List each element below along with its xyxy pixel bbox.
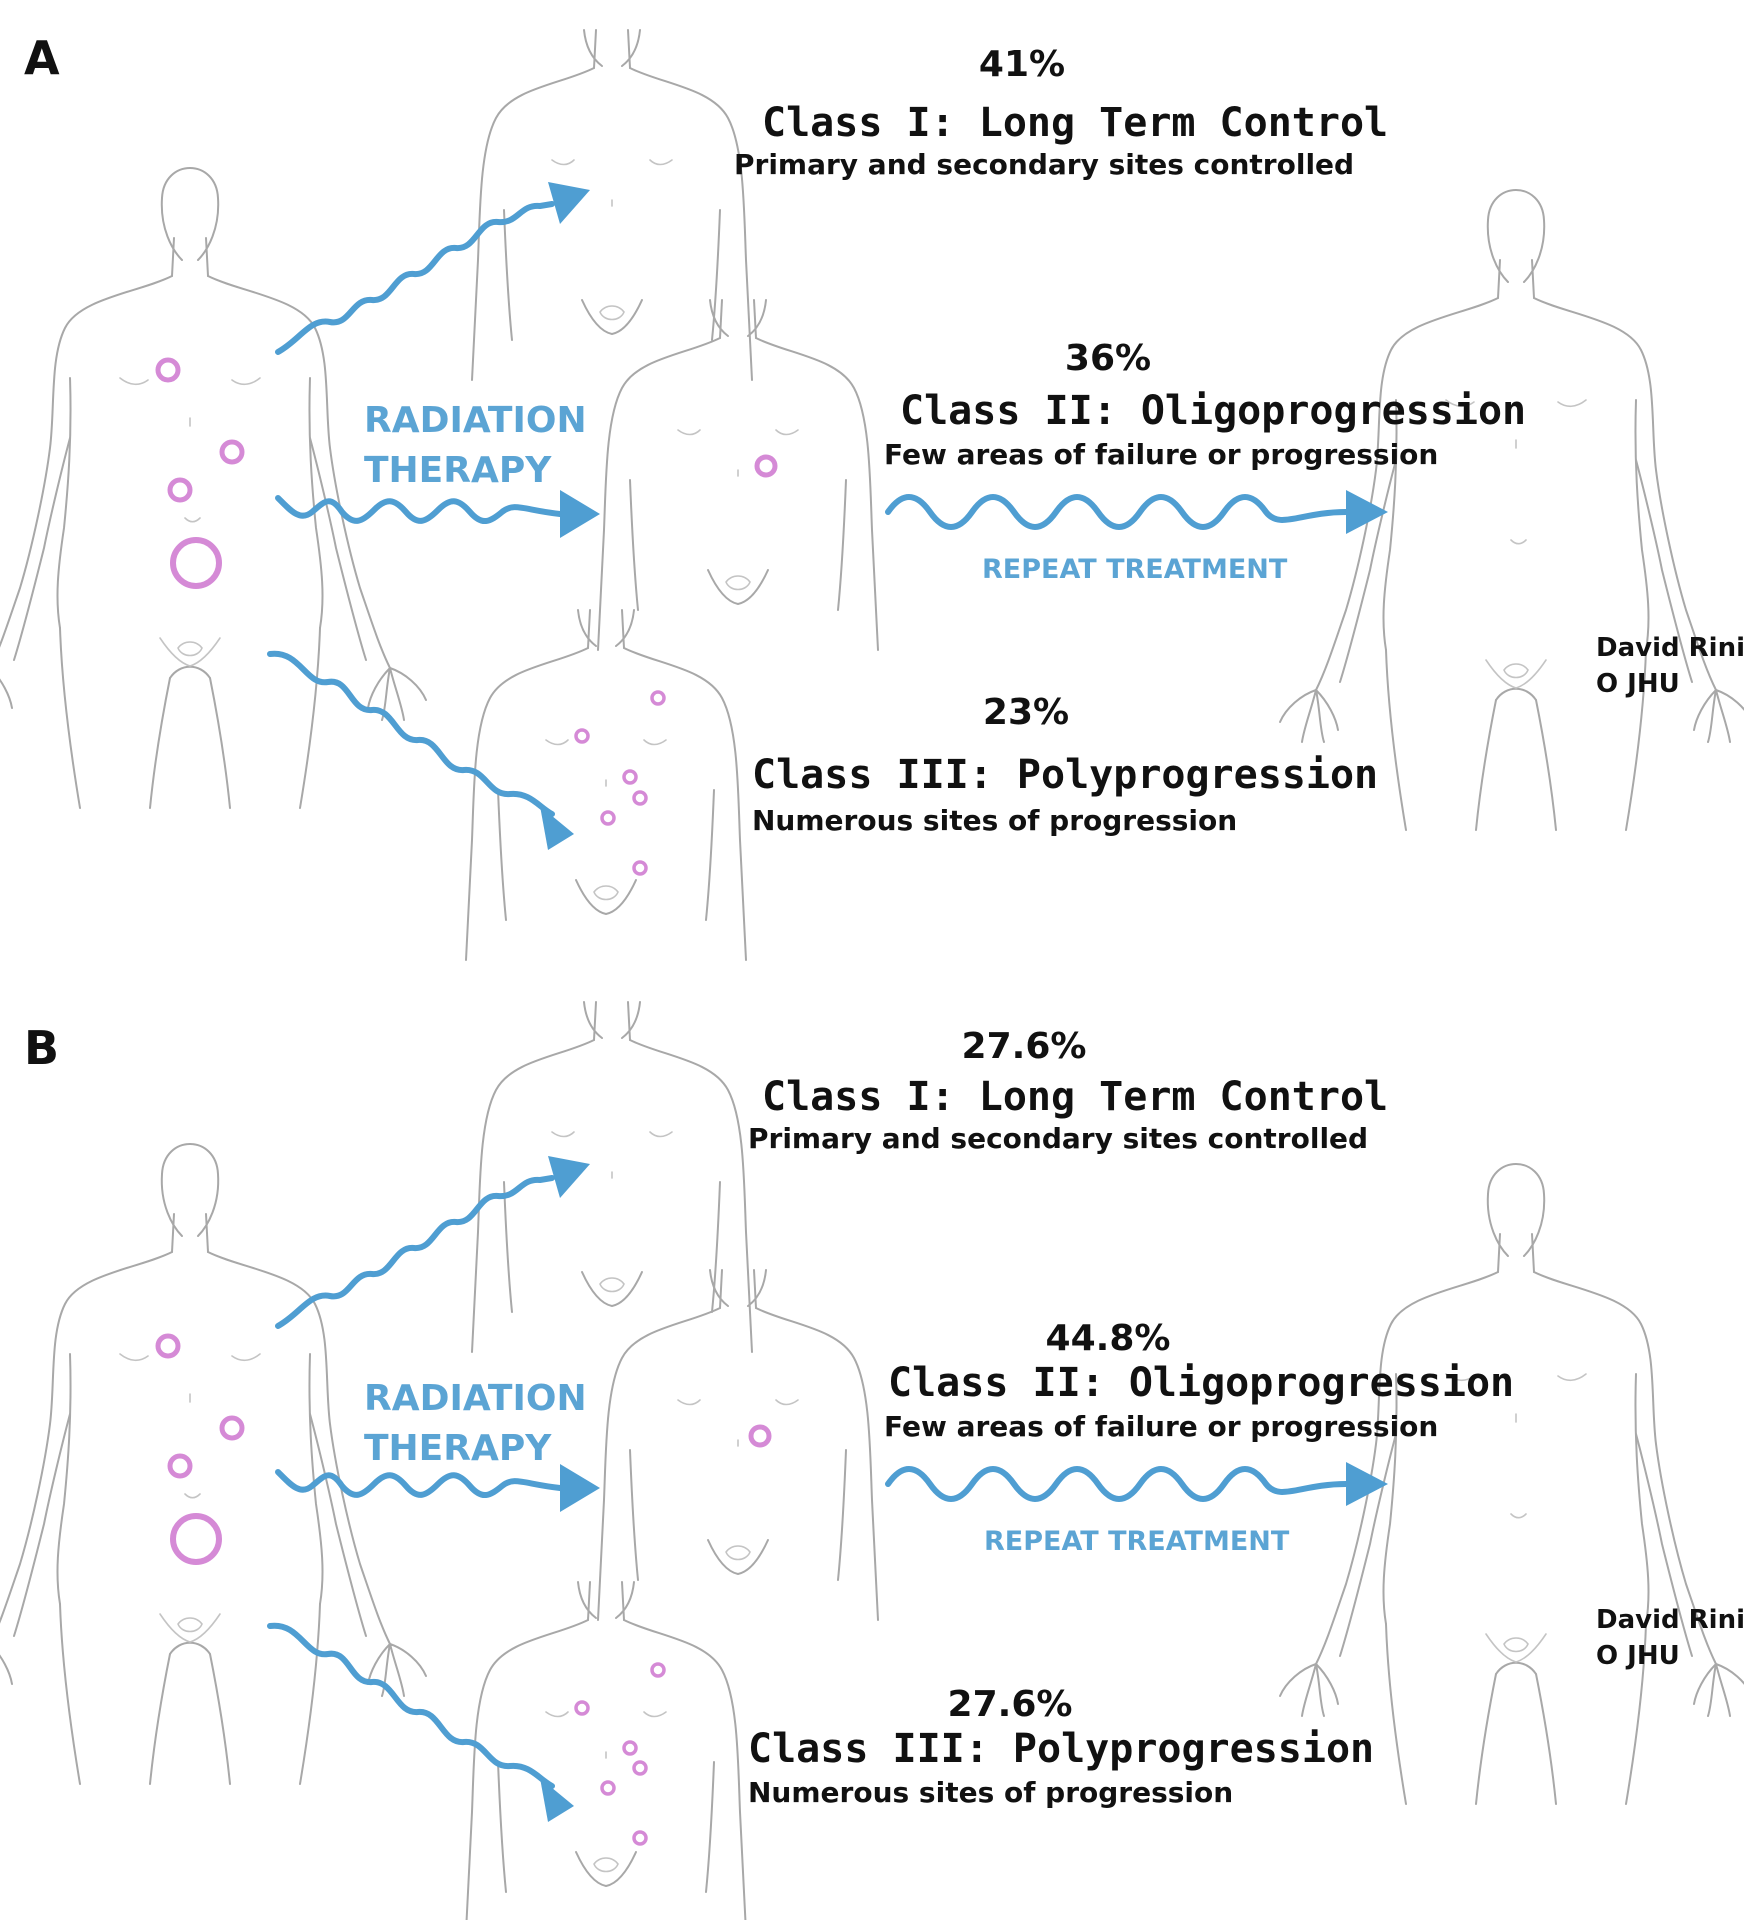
class2-pct-b: 44.8%: [1046, 1318, 1171, 1359]
class3-desc-a: Numerous sites of progression: [752, 804, 1237, 837]
panel-b: B: [0, 1001, 1744, 1920]
radiation-label-a-1: RADIATION: [364, 400, 587, 441]
lesion-b-c3-2: [574, 1700, 590, 1716]
lesion-a-c3-3: [622, 769, 638, 785]
arrow-a-class2-head: [560, 490, 600, 538]
class1-pct-b: 27.6%: [962, 1026, 1087, 1067]
lesion-a-c3-2: [574, 728, 590, 744]
panel-label-a: A: [24, 31, 60, 85]
patient-figure-b: [0, 1143, 427, 1785]
arrow-a-class1-head: [548, 182, 590, 224]
arrow-b-class2: [275, 1469, 563, 1498]
lesion-a-3: [167, 477, 193, 503]
lesion-a-c3-5: [600, 810, 616, 826]
class2-figure-b: [597, 1269, 879, 1621]
lesion-a-c3-4: [632, 790, 648, 806]
class3-title-b: Class III: Polyprogression: [748, 1726, 1374, 1772]
arrow-a-repeat: [885, 494, 1349, 530]
arrow-b-class1-head: [548, 1156, 590, 1198]
lesion-b-3: [167, 1453, 193, 1479]
class1-figure-b: [471, 1001, 753, 1353]
arrow-a-repeat-head: [1346, 490, 1388, 534]
lesion-b-2: [219, 1415, 245, 1441]
credit-b-2: O JHU: [1596, 1641, 1680, 1671]
lesion-b-class2: [748, 1424, 772, 1448]
lesion-a-c3-1: [650, 690, 666, 706]
class3-pct-b: 27.6%: [948, 1684, 1073, 1725]
lesion-b-c3-5: [600, 1780, 616, 1796]
class3-pct-a: 23%: [983, 692, 1069, 733]
class2-pct-a: 36%: [1065, 338, 1151, 379]
lesion-b-primary: [170, 1513, 222, 1565]
arrow-b-class3-head: [540, 1778, 574, 1822]
class3-desc-b: Numerous sites of progression: [748, 1776, 1233, 1809]
class1-title-b: Class I: Long Term Control: [762, 1074, 1388, 1120]
patient-figure-a: [0, 167, 427, 809]
lesion-b-1: [155, 1333, 181, 1359]
class1-pct-a: 41%: [979, 44, 1065, 85]
arrow-b-class2-head: [560, 1464, 600, 1512]
arrow-a-class3-head: [540, 806, 574, 850]
arrow-a-class1: [275, 201, 555, 355]
class1-desc-b: Primary and secondary sites controlled: [748, 1122, 1368, 1155]
panel-a: A: [0, 29, 1744, 961]
arrow-a-class2: [275, 495, 563, 524]
arrow-b-repeat-head: [1346, 1462, 1388, 1506]
class2-figure-a: [597, 299, 879, 651]
radiation-label-b-2: THERAPY: [364, 1428, 552, 1469]
class2-title-b: Class II: Oligoprogression: [888, 1360, 1514, 1406]
lesion-b-c3-6: [632, 1830, 648, 1846]
lesion-a-class2: [754, 454, 778, 478]
lesion-b-c3-1: [650, 1662, 666, 1678]
class3-figure-a: [465, 609, 747, 961]
credit-a-2: O JHU: [1596, 669, 1680, 699]
class2-title-a: Class II: Oligoprogression: [900, 388, 1526, 434]
lesion-a-1: [155, 357, 181, 383]
arrow-a-class3: [267, 650, 555, 817]
class1-title-a: Class I: Long Term Control: [762, 100, 1388, 146]
class3-figure-b: [465, 1581, 747, 1920]
lesion-a-c3-6: [632, 860, 648, 876]
panel-label-b: B: [24, 1021, 59, 1075]
class3-title-a: Class III: Polyprogression: [752, 752, 1378, 798]
class1-desc-a: Primary and secondary sites controlled: [734, 148, 1354, 181]
radiation-label-a-2: THERAPY: [364, 450, 552, 491]
lesion-a-primary: [170, 537, 222, 589]
lesion-a-2: [219, 439, 245, 465]
credit-b-1: David Rini: [1596, 1605, 1744, 1635]
arrow-b-class3: [267, 1622, 555, 1789]
radiation-label-b-1: RADIATION: [364, 1378, 587, 1419]
lesion-b-c3-4: [632, 1760, 648, 1776]
class1-figure-a: [471, 29, 753, 381]
repeat-label-a: REPEAT TREATMENT: [982, 554, 1288, 585]
arrow-b-repeat: [885, 1466, 1349, 1502]
repeat-label-b: REPEAT TREATMENT: [984, 1526, 1290, 1557]
lesion-b-c3-3: [622, 1740, 638, 1756]
class2-desc-a: Few areas of failure or progression: [884, 438, 1438, 471]
credit-a-1: David Rini: [1596, 633, 1744, 663]
arrow-b-class1: [275, 1175, 555, 1329]
class2-desc-b: Few areas of failure or progression: [884, 1410, 1438, 1443]
